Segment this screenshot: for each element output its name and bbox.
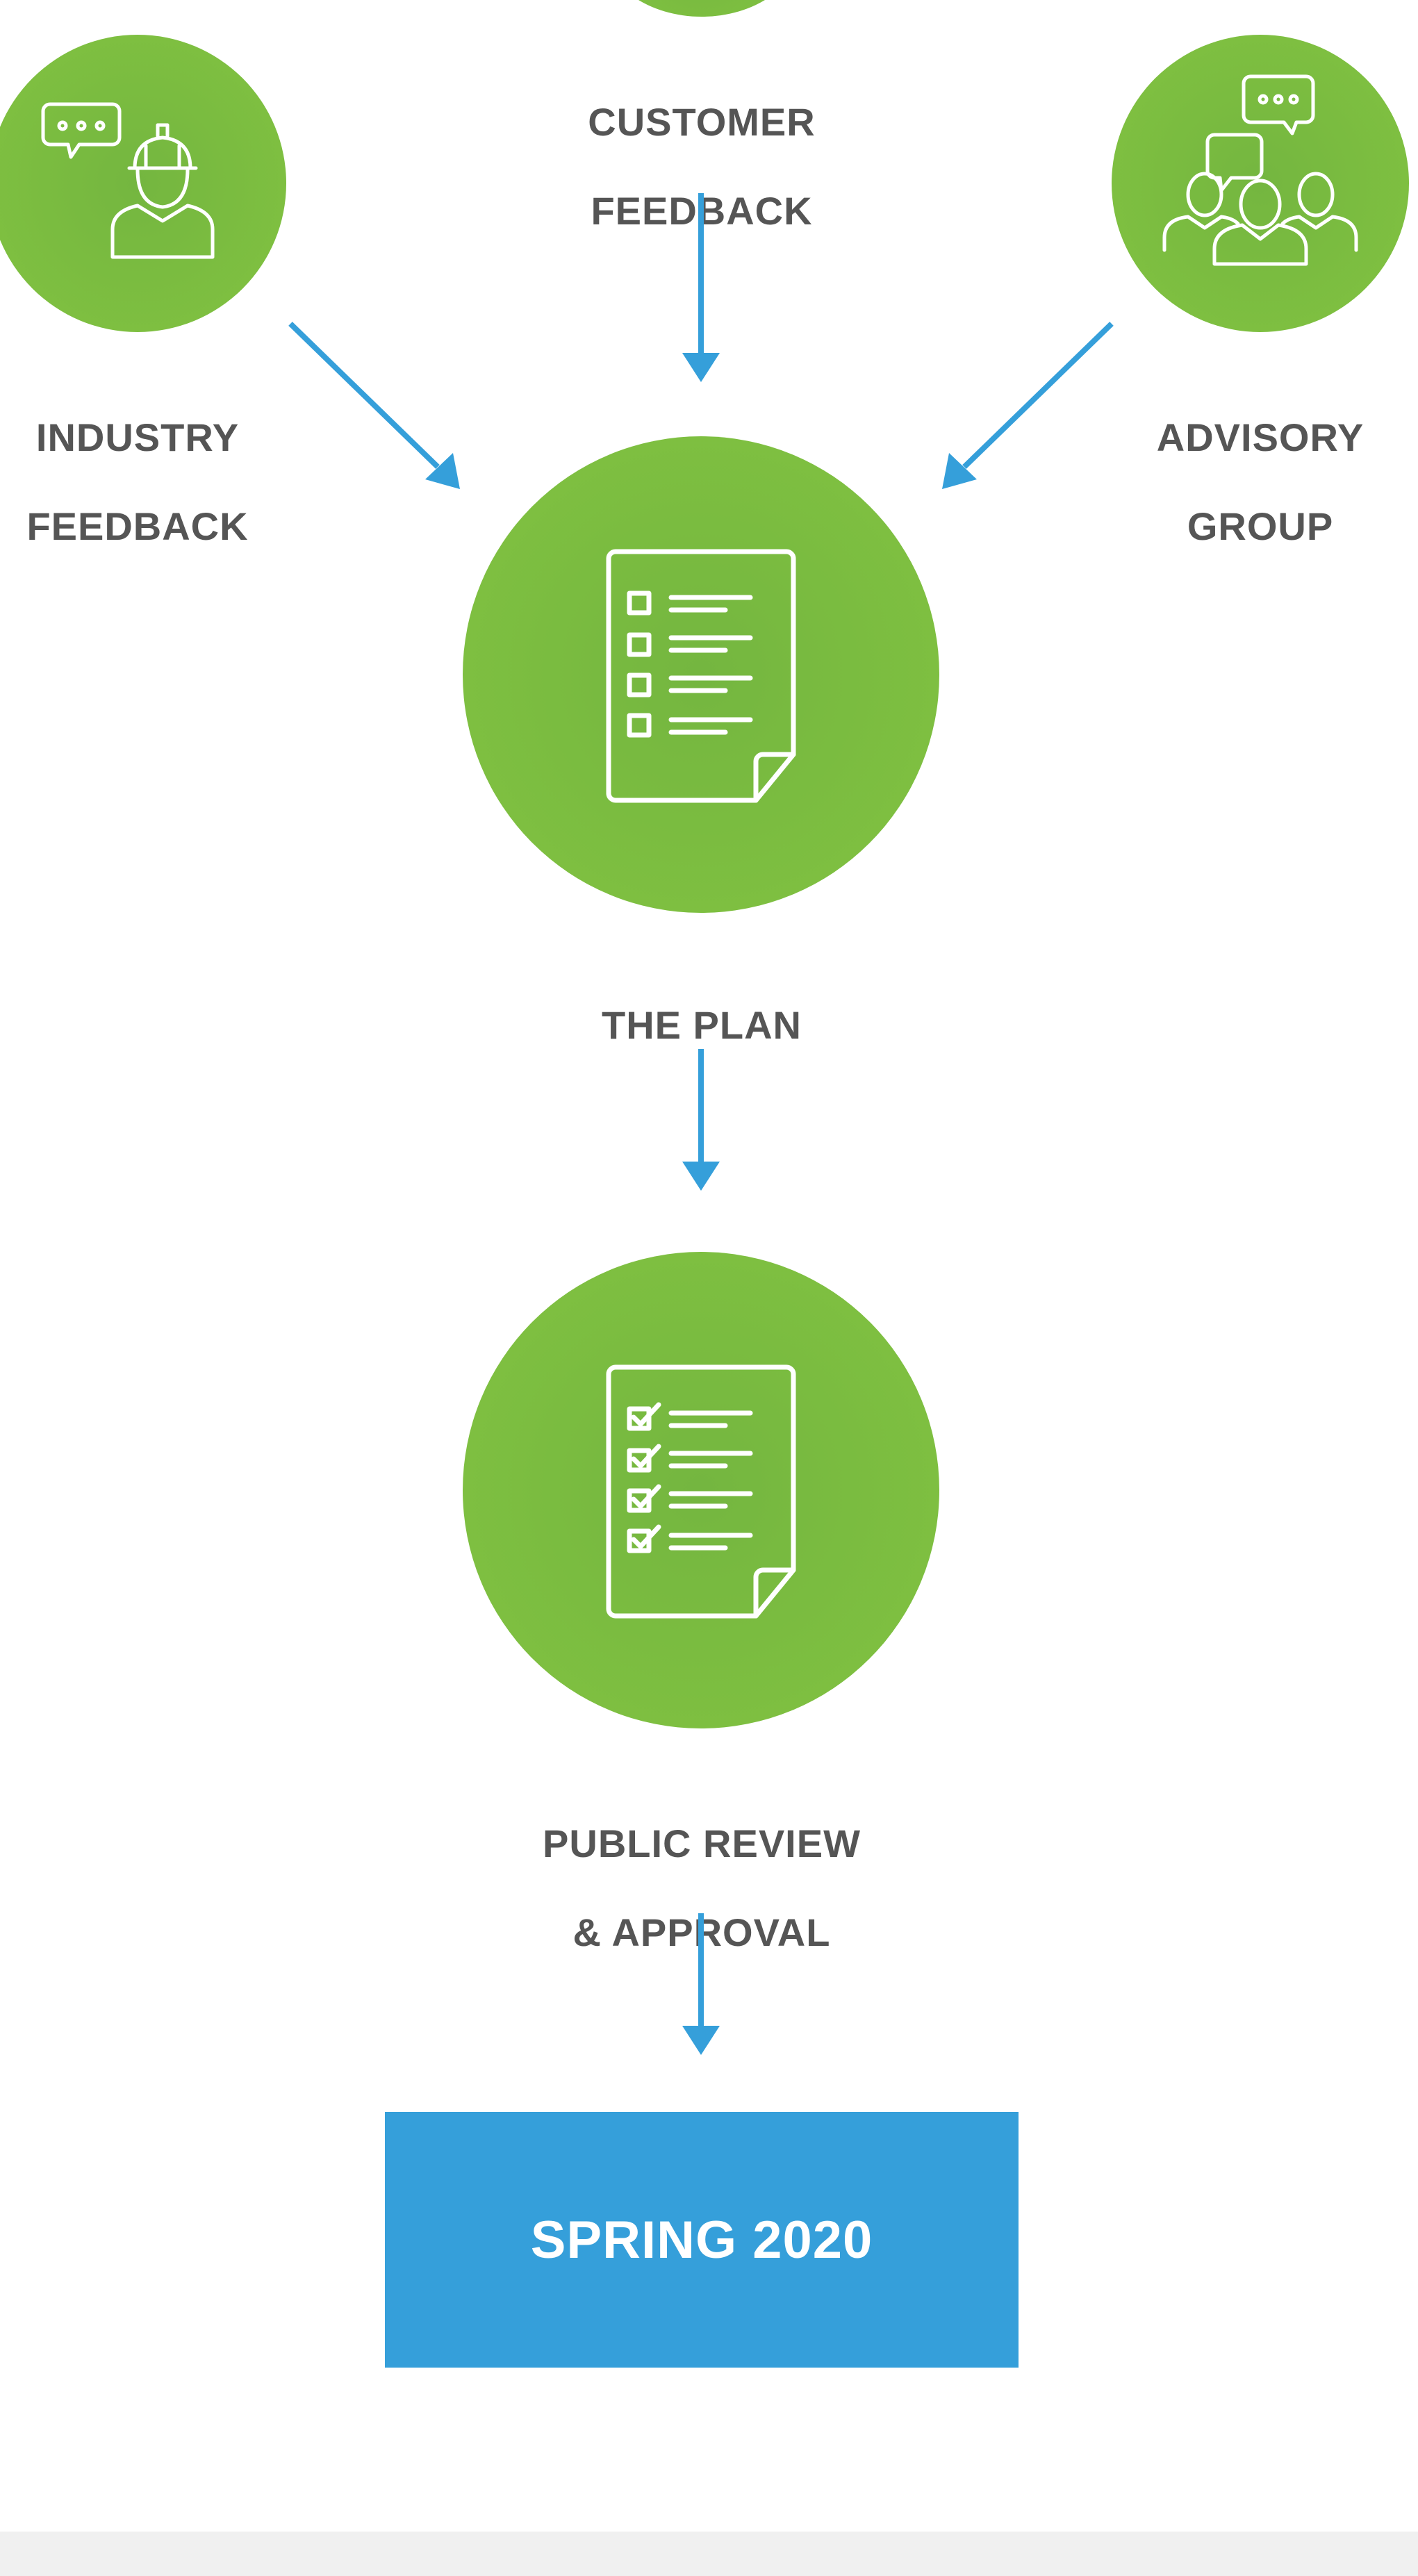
arrow-advisory-to-plan [962, 322, 1114, 469]
advisory-group-label: ADVISORY GROUP [1123, 371, 1398, 593]
public-review-label: PUBLIC REVIEW & APPROVAL [486, 1777, 917, 1999]
arrowhead-industry [425, 453, 460, 489]
the-plan-label: THE PLAN [528, 959, 875, 1092]
advisory-group-line1: ADVISORY [1156, 415, 1365, 459]
industry-feedback-circle [0, 35, 286, 332]
advisory-group-line2: GROUP [1187, 504, 1334, 548]
spring-2020-box: SPRING 2020 [385, 2112, 1019, 2368]
public-review-line1: PUBLIC REVIEW [543, 1822, 861, 1865]
customer-feedback-label: CUSTOMER FEEDBACK [528, 56, 875, 278]
arrow-industry-to-plan [288, 322, 440, 469]
public-review-circle [463, 1252, 939, 1728]
arrowhead-customer [682, 353, 720, 382]
arrowhead-plan [682, 1162, 720, 1191]
arrowhead-review [682, 2026, 720, 2055]
checked-list-icon [606, 1364, 796, 1619]
checklist-icon [606, 549, 796, 803]
group-chat-icon [1162, 74, 1358, 266]
industry-feedback-label: INDUSTRY FEEDBACK [0, 371, 275, 593]
the-plan-text: THE PLAN [602, 1003, 802, 1047]
arrowhead-advisory [942, 453, 977, 489]
spring-2020-text: SPRING 2020 [530, 2210, 873, 2270]
footer-band [0, 2532, 1418, 2576]
public-review-line2: & APPROVAL [572, 1910, 831, 1954]
industry-feedback-line1: INDUSTRY [35, 415, 240, 459]
worker-chat-icon [41, 102, 215, 259]
advisory-group-circle [1112, 35, 1409, 332]
customer-feedback-line1: CUSTOMER [588, 100, 816, 144]
industry-feedback-line2: FEEDBACK [26, 504, 249, 548]
the-plan-circle [463, 436, 939, 913]
